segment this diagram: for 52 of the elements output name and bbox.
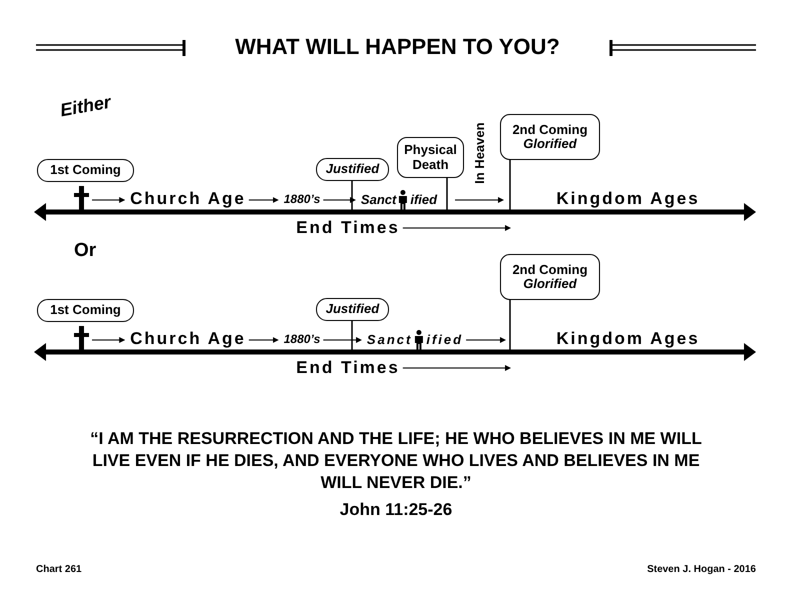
callout-box — [316, 298, 389, 321]
leader-line — [509, 300, 511, 350]
period-label: Church Age — [130, 190, 246, 208]
arrow — [322, 197, 356, 203]
period-label: Church Age — [130, 330, 246, 348]
callout-title: 1st Coming — [50, 163, 121, 178]
period-label: End Times — [296, 218, 400, 238]
period-label: Kingdom Ages — [556, 330, 700, 348]
word-part: ified — [426, 332, 464, 348]
footer-text: Steven J. Hogan - 2016 — [646, 564, 756, 575]
arrow — [466, 337, 506, 343]
callout-title: 2nd Coming — [512, 262, 588, 277]
title: WHAT WILL HAPPEN TO YOU? — [234, 34, 561, 60]
word-part: Sanct — [366, 332, 412, 348]
arrow — [402, 365, 511, 371]
date-label: 1880’s — [284, 333, 320, 347]
leader-line — [446, 178, 448, 210]
leader-line — [351, 181, 353, 210]
word-part: ified — [410, 192, 438, 208]
leader-line — [509, 160, 511, 210]
side-label: Or — [74, 240, 96, 262]
footer-text: Chart 261 — [36, 564, 82, 575]
callout-title: 1st Coming — [50, 303, 121, 318]
period-label: End Times — [296, 358, 400, 378]
reference-label: John 11:25-26 — [338, 500, 454, 520]
date-label: 1880’s — [284, 193, 320, 207]
arrow — [248, 197, 279, 203]
callout-title: Physical Death — [403, 143, 458, 172]
callout-title: Justified — [326, 162, 380, 177]
period-label: Kingdom Ages — [556, 190, 700, 208]
callout-box — [37, 299, 134, 322]
cross-icon — [74, 326, 89, 352]
arrow — [92, 337, 126, 343]
word-part: Sanct — [360, 192, 396, 208]
callout-subtitle: Glorified — [523, 137, 577, 152]
quote-text: “I AM THE RESURRECTION AND THE LIFE; HE WHO BELIEVES IN ME WILL LIVE EVEN IF HE DIES, AND EVERYONE WHO LIVES AND BELIEVES IN ME WILL NEVER DIE.” — [89, 428, 703, 494]
callout-box — [316, 158, 389, 181]
side-label: Either — [58, 92, 112, 122]
cross-icon — [74, 186, 89, 212]
rotated-label: In Heaven — [472, 122, 488, 184]
callout-title: 2nd Coming — [512, 122, 588, 137]
arrow — [248, 337, 279, 343]
arrow — [322, 337, 362, 343]
callout-subtitle: Glorified — [523, 277, 577, 292]
callout-title: Justified — [326, 302, 380, 317]
arrow — [92, 197, 126, 203]
arrow — [402, 225, 511, 231]
callout-box — [500, 114, 600, 160]
callout-box — [37, 159, 134, 182]
leader-line — [351, 321, 353, 350]
callout-box — [500, 254, 600, 300]
callout-box — [397, 137, 464, 178]
